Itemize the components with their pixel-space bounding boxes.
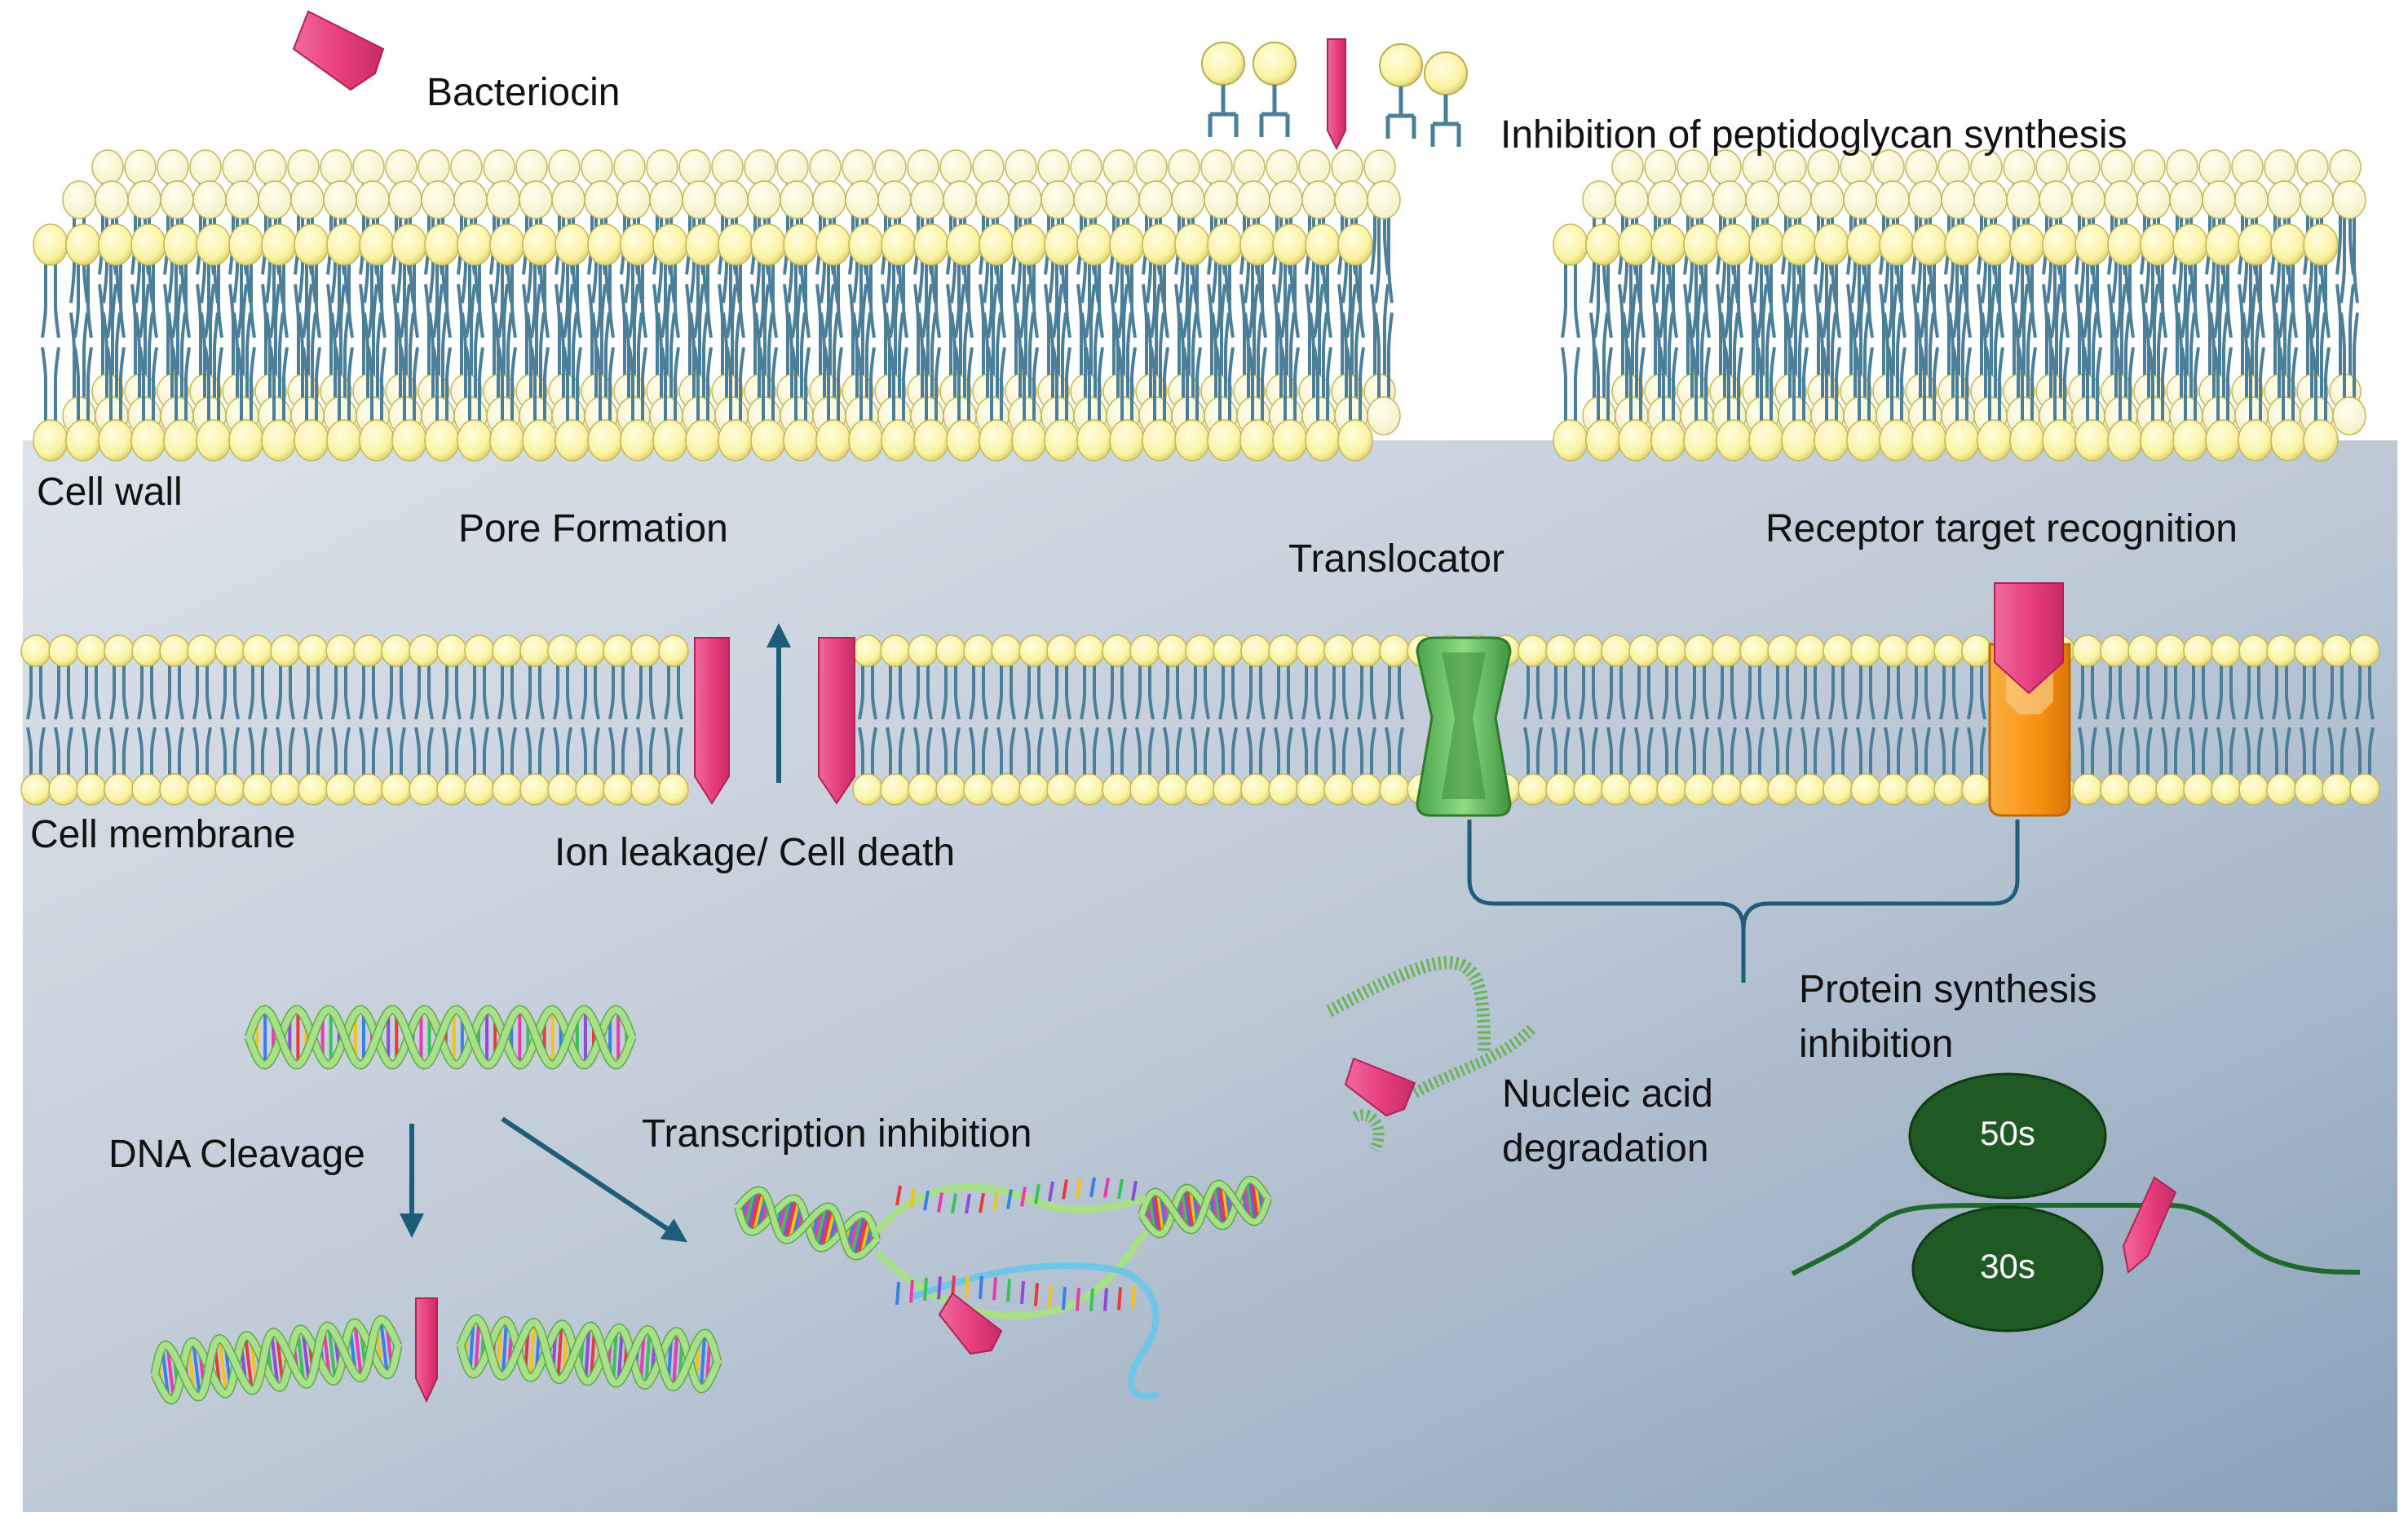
translocator-label: Translocator xyxy=(1288,532,1504,586)
cell-wall-right xyxy=(1553,150,2366,461)
cell-wall-left xyxy=(33,150,1400,461)
cleavage-bacteriocin xyxy=(416,1298,437,1401)
dna-cleavage-label: DNA Cleavage xyxy=(108,1127,365,1182)
pore-bacteriocin-left xyxy=(695,638,729,803)
peptidoglycan-bacteriocin xyxy=(1328,39,1345,148)
nucleic-acid-label-line1: Nucleic acid xyxy=(1502,1067,1713,1121)
protein-synthesis-label-line2: inhibition xyxy=(1799,1017,1953,1072)
ribosome-50s-label: 50s xyxy=(1959,1114,2057,1153)
pore-formation-label: Pore Formation xyxy=(458,502,728,556)
ion-leakage-label: Ion leakage/ Cell death xyxy=(555,825,955,880)
protein-synthesis-label-line1: Protein synthesis xyxy=(1799,962,2097,1017)
transcription-inhibition-label: Transcription inhibition xyxy=(642,1107,1032,1161)
ribosome-30s-label: 30s xyxy=(1959,1247,2057,1286)
cell-wall-label: Cell wall xyxy=(37,465,183,519)
pore-bacteriocin-right xyxy=(819,638,855,803)
cell-membrane-label: Cell membrane xyxy=(30,807,295,862)
bacteriocin-legend-icon xyxy=(294,11,383,90)
nucleic-acid-label-line2: degradation xyxy=(1502,1121,1709,1176)
translocator-channel xyxy=(1417,638,1510,815)
bacteriocin-label: Bacteriocin xyxy=(426,65,620,120)
peptidoglycan-inhibition-label: Inhibition of peptidoglycan synthesis xyxy=(1500,108,2127,162)
receptor-recognition-label: Receptor target recognition xyxy=(1765,502,2238,556)
